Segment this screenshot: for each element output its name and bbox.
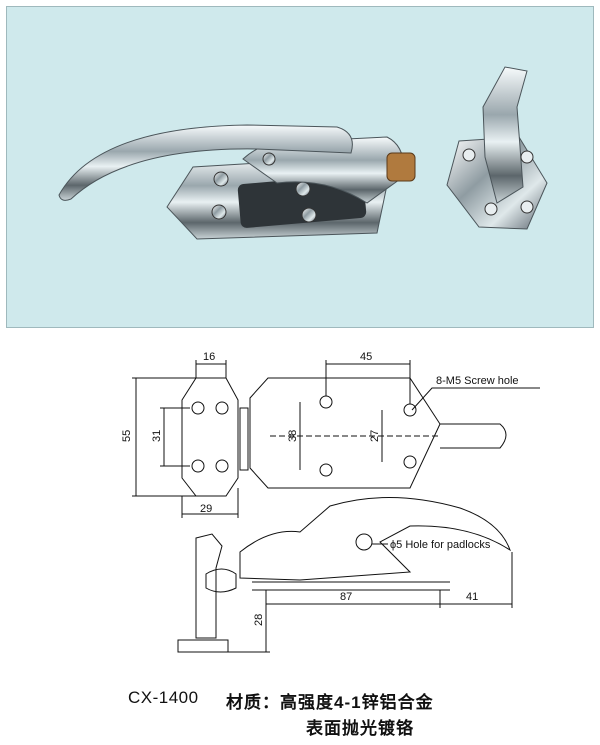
dim-text-41: 41 (466, 591, 478, 603)
dim-text-31: 31 (151, 430, 163, 442)
dim-text-27: 27 (369, 430, 381, 442)
dim-text-87: 87 (340, 591, 352, 603)
latch-hole (403, 455, 417, 469)
latch-hole (319, 463, 333, 477)
product-photo-illustration (58, 66, 548, 240)
latch-base-outline (249, 377, 441, 489)
material-spec: 材质：高强度4-1锌铝合金 (226, 693, 434, 712)
strike-hole (215, 401, 229, 415)
side-view (177, 497, 513, 653)
screw-hole-note: 8-M5 Screw hole (436, 375, 519, 387)
leader-line (411, 387, 540, 411)
surface-finish-spec: 表面抛光镀铬 (306, 719, 414, 738)
top-view (132, 360, 540, 518)
handle-tip-outline (440, 423, 507, 449)
technical-drawing: 16 45 55 31 29 38 27 8-M5 Screw hole ϕ5 … (121, 351, 540, 653)
dim-text-28: 28 (253, 614, 265, 626)
latch-hole (319, 395, 333, 409)
dim-text-55: 55 (121, 430, 133, 442)
dim-text-16: 16 (203, 351, 215, 363)
dim-text-38: 38 (287, 430, 299, 442)
dim-text-29: 29 (200, 503, 212, 515)
model-number: CX-1400 (128, 688, 199, 707)
latch-hole (403, 403, 417, 417)
padlock-hole (355, 533, 373, 551)
padlock-hole-note: ϕ5 Hole for padlocks (390, 539, 491, 551)
catch-foot (177, 639, 229, 653)
strike-hole (191, 401, 205, 415)
product-photo (6, 6, 594, 328)
strike-hole (215, 459, 229, 473)
strike-catch-photo (446, 66, 548, 230)
dim-text-45: 45 (360, 351, 372, 363)
handle-side-outline (239, 497, 511, 581)
latch-handle-photo (58, 124, 416, 240)
catch-side-outline (195, 533, 223, 639)
strike-hole (191, 459, 205, 473)
catch-roller (205, 568, 237, 593)
strike-plate-outline (181, 377, 239, 497)
catch-block (239, 407, 249, 471)
